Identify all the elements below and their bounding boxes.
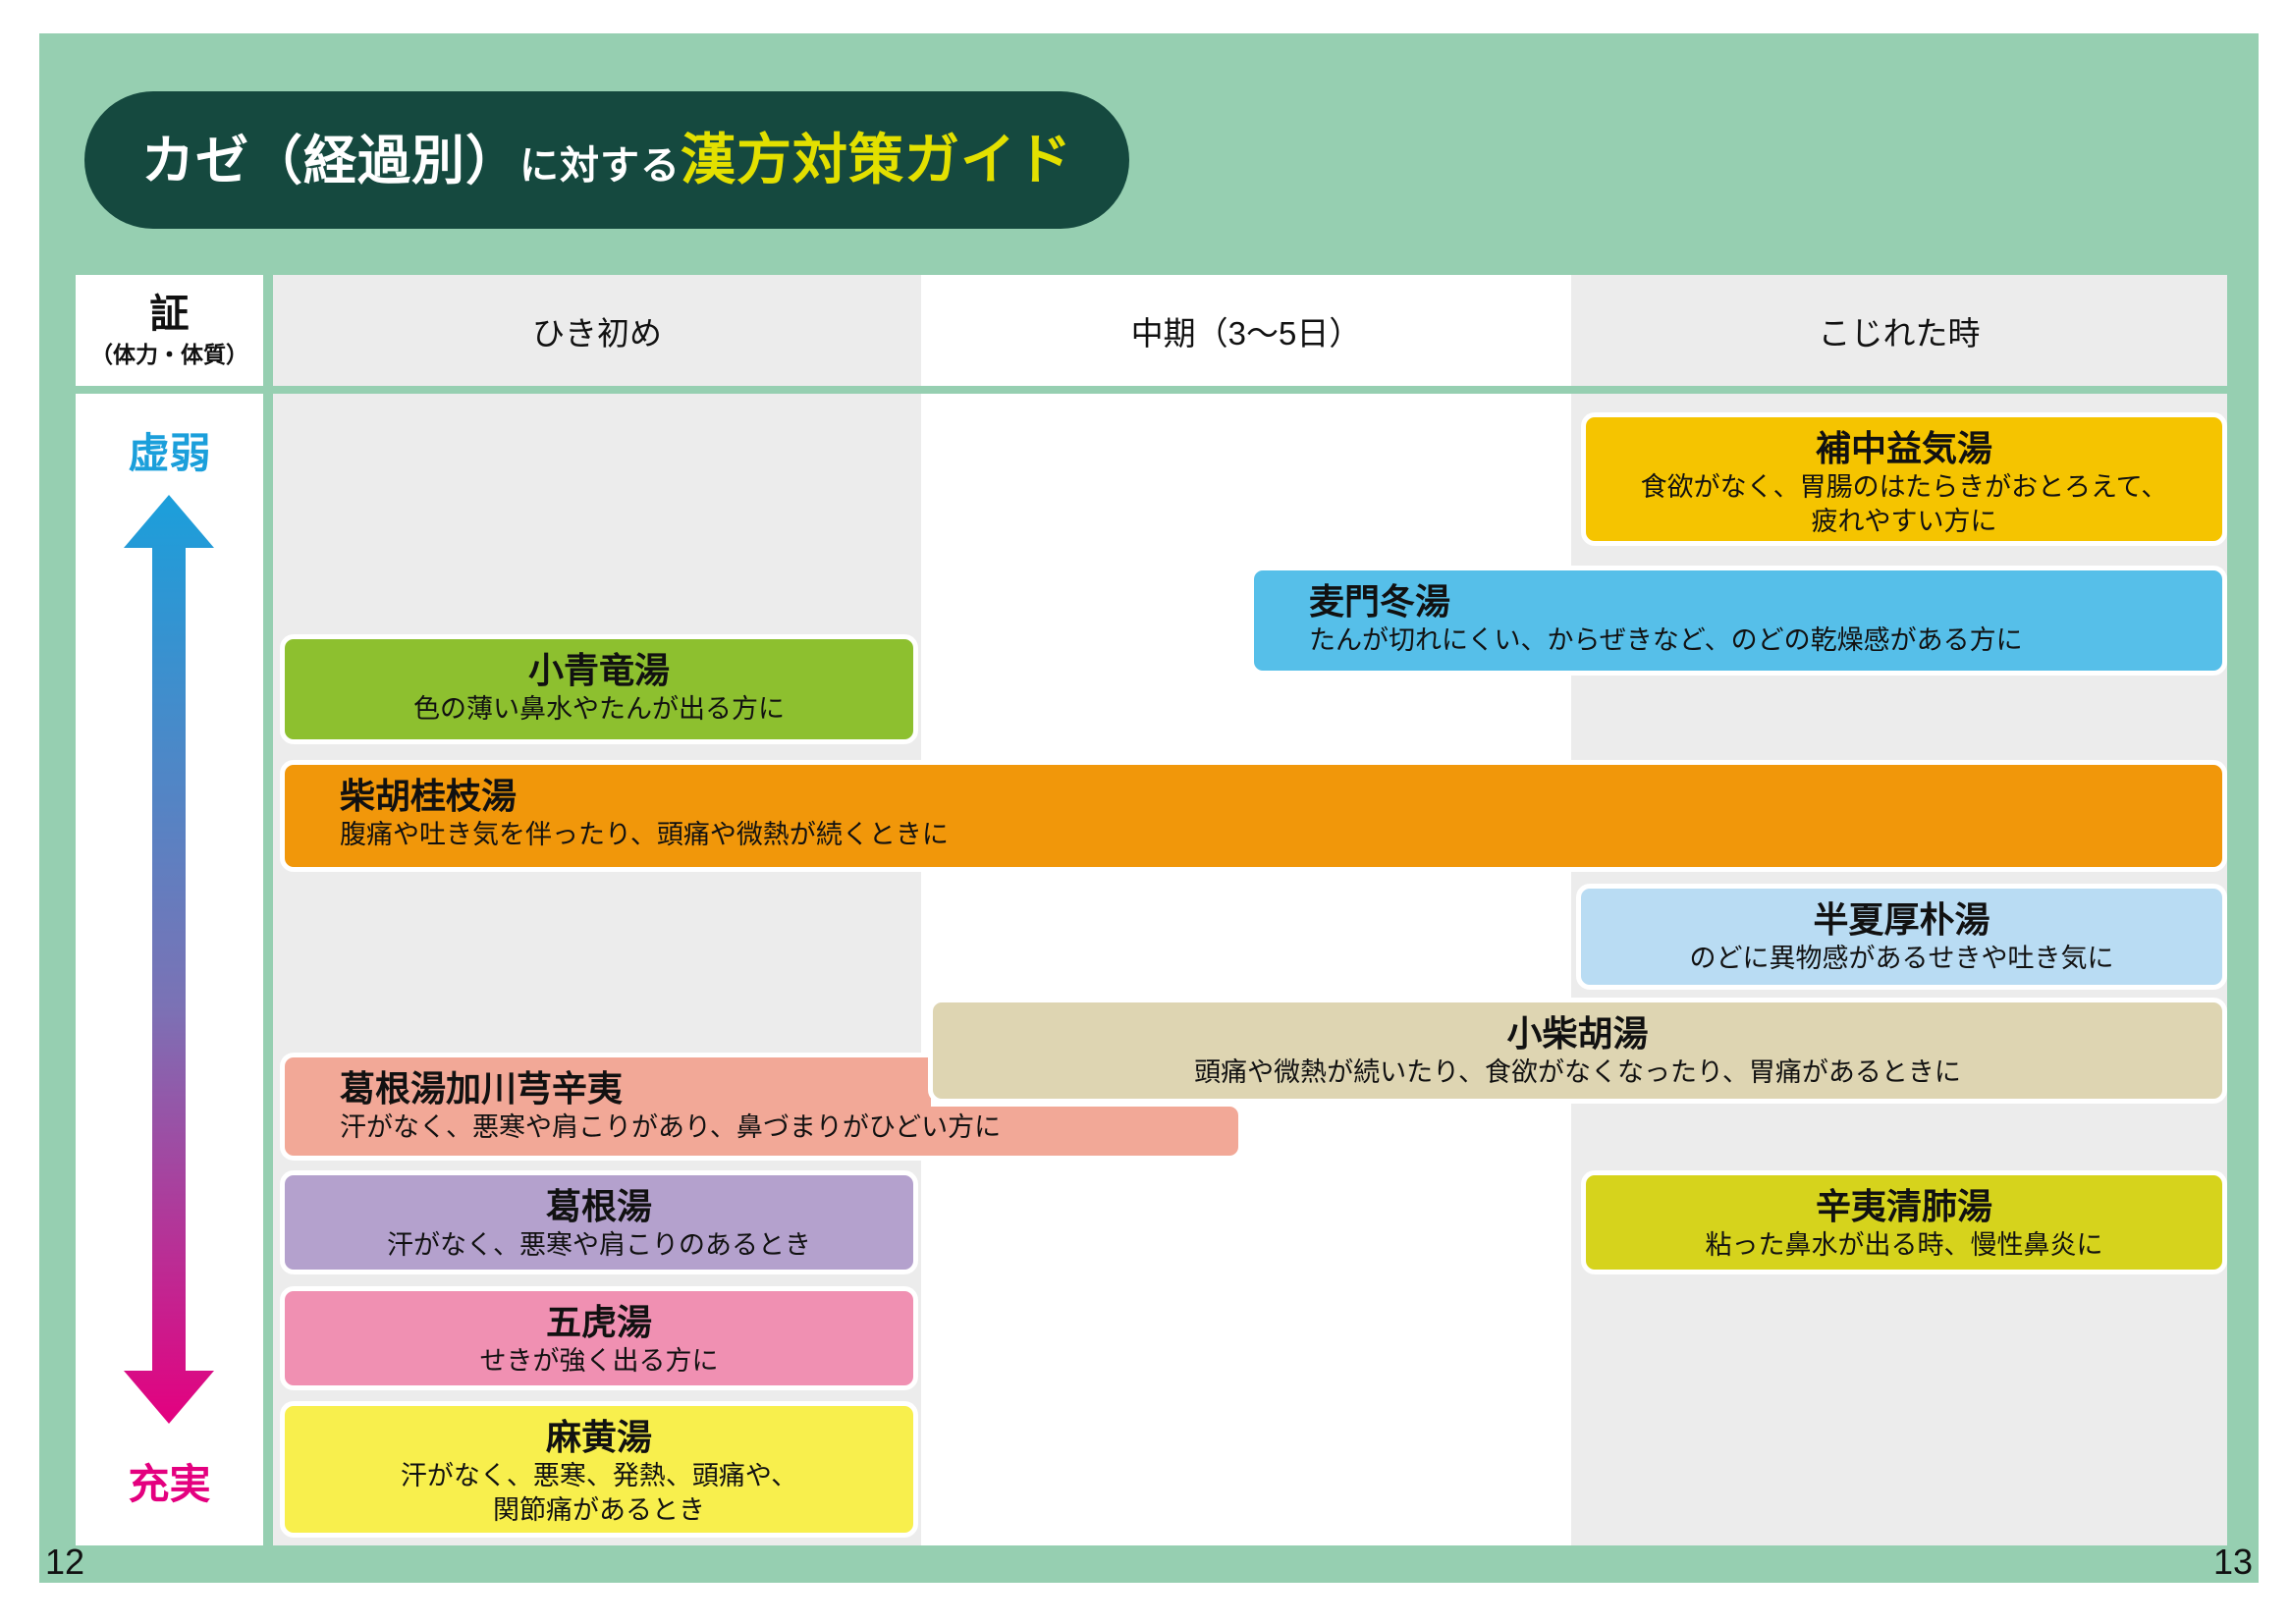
remedy-bar-kakkonto: 葛根湯 汗がなく、悪寒や肩こりのあるとき xyxy=(280,1170,918,1274)
title-pill: カゼ（経過別）に対する漢方対策ガイド xyxy=(84,91,1129,229)
remedy-bar-gokoto: 五虎湯 せきが強く出る方に xyxy=(280,1286,918,1390)
remedy-desc: 汗がなく、悪寒や肩こりがあり、鼻づまりがひどい方に xyxy=(340,1112,1002,1142)
remedy-desc: せきが強く出る方に xyxy=(479,1346,719,1376)
remedy-bar-maoto: 麻黄湯 汗がなく、悪寒、発熱、頭痛や、 関節痛があるとき xyxy=(280,1401,918,1538)
remedy-desc: 汗がなく、悪寒、発熱、頭痛や、 関節痛があるとき xyxy=(400,1461,798,1526)
header-col-middle: 中期（3〜5日） xyxy=(921,275,1571,386)
remedy-bar-shiniseihaito: 辛夷清肺湯 粘った鼻水が出る時、慢性鼻炎に xyxy=(1581,1170,2227,1274)
header-col-middle-label: 中期（3〜5日） xyxy=(1130,314,1362,352)
remedy-name: 補中益気湯 xyxy=(1815,428,1992,468)
remedy-bar-bakumondoto: 麦門冬湯 たんが切れにくい、からぜきなど、のどの乾燥感がある方に xyxy=(1249,566,2227,676)
remedy-desc: たんが切れにくい、からぜきなど、のどの乾燥感がある方に xyxy=(1309,625,2023,655)
remedy-desc: 食欲がなく、胃腸のはたらきがおとろえて、 疲れやすい方に xyxy=(1640,472,2168,537)
remedy-desc: 腹痛や吐き気を伴ったり、頭痛や微熱が続くときに xyxy=(340,820,949,849)
header-col-lingering-label: こじれた時 xyxy=(1818,314,1981,352)
remedy-name: 柴胡桂枝湯 xyxy=(340,776,518,816)
remedy-bar-shoseiryuto: 小青竜湯 色の薄い鼻水やたんが出る方に xyxy=(280,634,918,744)
title-prefix: カゼ（経過別） xyxy=(141,132,519,190)
constitution-axis-arrow xyxy=(124,495,214,1424)
axis-label-robust: 充実 xyxy=(128,1461,211,1507)
header-col-lingering: こじれた時 xyxy=(1571,275,2227,386)
remedy-bar-saikokeishito: 柴胡桂枝湯 腹痛や吐き気を伴ったり、頭痛や微熱が続くときに xyxy=(280,760,2227,872)
title-connector: に対する xyxy=(519,144,681,188)
header-sho-sublabel: （体力・体質） xyxy=(90,341,248,367)
remedy-bar-kakkontoka-senkyushini: 葛根湯加川芎辛夷 汗がなく、悪寒や肩こりがあり、鼻づまりがひどい方に xyxy=(280,1053,1002,1161)
axis-label-weak: 虚弱 xyxy=(128,430,211,476)
remedy-name: 辛夷清肺湯 xyxy=(1815,1186,1992,1226)
page-number-left: 12 xyxy=(45,1542,85,1582)
remedy-name: 五虎湯 xyxy=(545,1302,652,1342)
page-number-right: 13 xyxy=(2212,1542,2253,1582)
remedy-bar-kakkontoka-senkyushini-extension xyxy=(923,1102,1243,1161)
remedy-name: 麦門冬湯 xyxy=(1309,581,1451,622)
remedy-desc: 頭痛や微熱が続いたり、食欲がなくなったり、胃痛があるときに xyxy=(1194,1057,1961,1087)
header-sho-cell: 証 （体力・体質） xyxy=(76,275,263,386)
header-col-onset: ひき初め xyxy=(273,275,921,386)
remedy-desc: 色の薄い鼻水やたんが出る方に xyxy=(413,694,785,724)
header-sho-label: 証 xyxy=(149,292,190,336)
remedy-desc: 汗がなく、悪寒や肩こりのあるとき xyxy=(387,1230,811,1260)
header-col-onset-label: ひき初め xyxy=(532,314,662,352)
remedy-bar-shosaikoto: 小柴胡湯 頭痛や微熱が続いたり、食欲がなくなったり、胃痛があるときに xyxy=(928,998,2227,1104)
remedy-name: 小柴胡湯 xyxy=(1506,1013,1649,1054)
remedy-name: 葛根湯加川芎辛夷 xyxy=(340,1068,624,1109)
remedy-bar-hochuekkito: 補中益気湯 食欲がなく、胃腸のはたらきがおとろえて、 疲れやすい方に xyxy=(1581,412,2227,546)
title-highlight: 漢方対策ガイド xyxy=(681,129,1072,190)
remedy-name: 半夏厚朴湯 xyxy=(1813,899,1990,940)
remedy-desc: 粘った鼻水が出る時、慢性鼻炎に xyxy=(1705,1230,2103,1260)
remedy-name: 葛根湯 xyxy=(545,1186,652,1226)
remedy-name: 小青竜湯 xyxy=(527,650,670,690)
remedy-bar-hangekobokuto: 半夏厚朴湯 のどに異物感があるせきや吐き気に xyxy=(1576,884,2227,990)
remedy-desc: のどに異物感があるせきや吐き気に xyxy=(1689,944,2114,973)
remedy-name: 麻黄湯 xyxy=(545,1417,652,1457)
